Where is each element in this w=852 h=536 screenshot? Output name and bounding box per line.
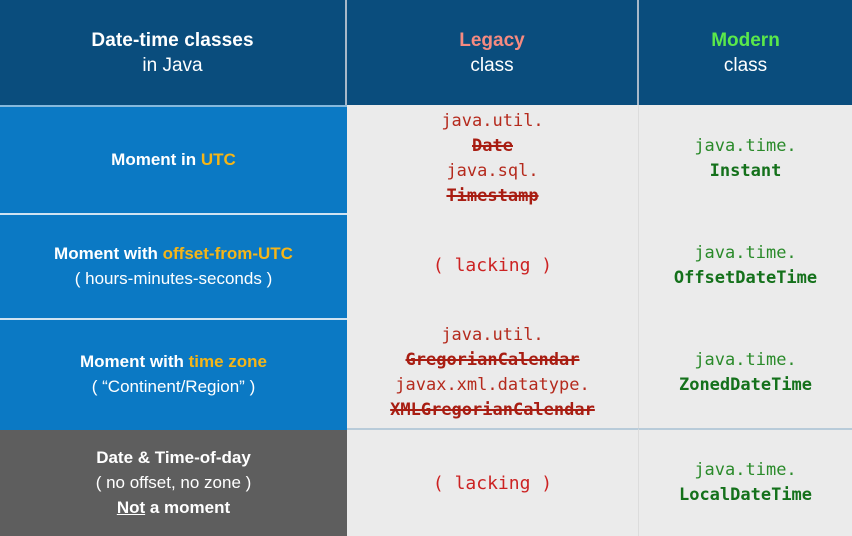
table-row: Moment with offset-from-UTC ( hours-minu… <box>0 213 852 318</box>
row-label-prefix: Moment with <box>79 351 189 371</box>
legacy-lacking: ( lacking ) <box>432 472 553 494</box>
row-label-line1: Date & Time-of-day <box>96 448 251 467</box>
row-label-highlight: offset-from-UTC <box>162 244 293 263</box>
row-modern-moment-with-time-zone: java.time. ZonedDateTime <box>639 318 852 428</box>
row-modern-moment-in-utc: java.time. Instant <box>639 105 852 213</box>
modern-class: Instant <box>709 161 782 181</box>
legacy-lacking: ( lacking ) <box>432 255 553 276</box>
legacy-class: Timestamp <box>446 186 539 206</box>
header-legacy-word: Legacy <box>459 29 525 51</box>
row-label-moment-with-offset: Moment with offset-from-UTC ( hours-minu… <box>0 213 347 318</box>
modern-package: java.time. <box>694 136 797 156</box>
row-label-not-emphasis: Not <box>116 498 146 517</box>
header-modern-word: Modern <box>711 29 780 51</box>
table-header-row: Date-time classes in Java Legacy class M… <box>0 0 852 105</box>
header-modern-sub: class <box>723 54 768 76</box>
legacy-class: XMLGregorianCalendar <box>390 400 595 420</box>
legacy-class: GregorianCalendar <box>405 350 580 370</box>
modern-class: ZonedDateTime <box>678 375 813 395</box>
row-label-line2: ( hours-minutes-seconds ) <box>74 269 273 288</box>
legacy-package: java.util. <box>441 325 544 345</box>
legacy-package: java.util. <box>441 111 544 131</box>
row-label-moment-in-utc: Moment in UTC <box>0 105 347 213</box>
row-modern-date-and-time-of-day: java.time. LocalDateTime <box>639 428 852 536</box>
row-label-date-and-time-of-day: Date & Time-of-day ( no offset, no zone … <box>0 428 347 536</box>
row-label-highlight: time zone <box>188 351 267 371</box>
row-label-highlight: UTC <box>200 150 236 169</box>
legacy-package: javax.xml.datatype. <box>395 375 590 395</box>
modern-class: LocalDateTime <box>678 485 813 505</box>
row-label-moment-with-time-zone: Moment with time zone ( “Continent/Regio… <box>0 318 347 428</box>
legacy-class: Date <box>472 136 513 156</box>
row-modern-moment-with-offset: java.time. OffsetDateTime <box>639 213 852 318</box>
header-legacy-sub: class <box>470 54 514 76</box>
row-legacy-moment-in-utc: java.util. Date java.sql. Timestamp <box>347 105 639 213</box>
row-legacy-date-and-time-of-day: ( lacking ) <box>347 428 639 536</box>
header-cell-category: Date-time classes in Java <box>0 0 347 105</box>
row-legacy-moment-with-offset: ( lacking ) <box>347 213 639 318</box>
modern-package: java.time. <box>694 350 797 370</box>
header-title-line1: Date-time classes <box>91 29 254 51</box>
row-label-prefix: Moment in <box>111 150 201 169</box>
row-label-line3-rest: a moment <box>145 498 231 517</box>
row-label-line2: ( “Continent/Region” ) <box>91 376 256 396</box>
row-label-line3: Not a moment <box>117 495 230 520</box>
row-label-line1: Moment in UTC <box>111 148 236 172</box>
row-legacy-moment-with-time-zone: java.util. GregorianCalendar javax.xml.d… <box>347 318 639 428</box>
row-label-line1: Moment with offset-from-UTC <box>54 242 293 266</box>
row-label-prefix: Moment with <box>54 244 163 263</box>
row-label-line2: ( no offset, no zone ) <box>95 473 252 492</box>
modern-package: java.time. <box>694 242 797 263</box>
legacy-package: java.sql. <box>446 161 539 181</box>
table-row: Date & Time-of-day ( no offset, no zone … <box>0 428 852 536</box>
modern-package: java.time. <box>694 460 797 480</box>
table-row: Moment with time zone ( “Continent/Regio… <box>0 318 852 428</box>
header-cell-modern: Modern class <box>639 0 852 105</box>
table-row: Moment in UTC java.util. Date java.sql. … <box>0 105 852 213</box>
row-label-line1: Moment with time zone <box>80 350 267 374</box>
header-title-line2: in Java <box>142 54 203 76</box>
header-cell-legacy: Legacy class <box>347 0 639 105</box>
modern-class: OffsetDateTime <box>673 267 818 288</box>
